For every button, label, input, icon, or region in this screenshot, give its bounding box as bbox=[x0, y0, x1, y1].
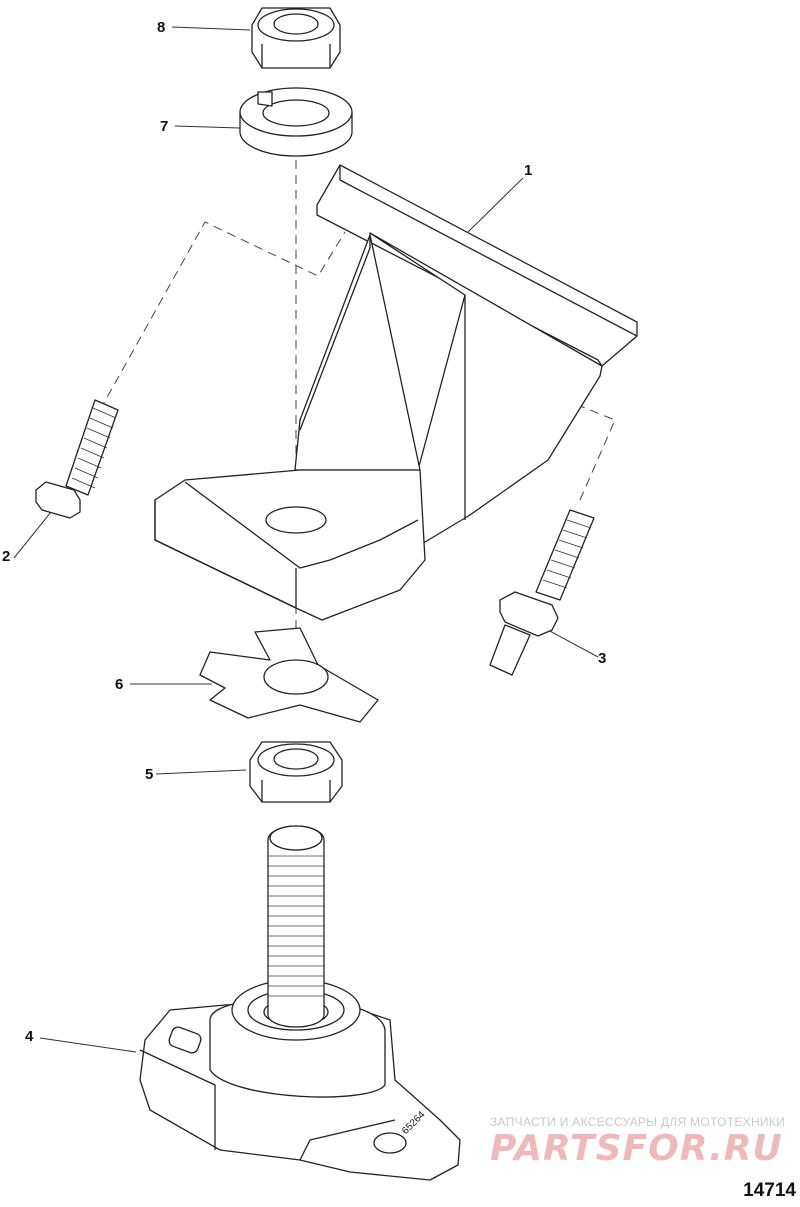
threaded-stud bbox=[489, 509, 595, 676]
callout-8: 8 bbox=[157, 19, 166, 36]
hex-nut-top bbox=[251, 7, 341, 69]
callout-1: 1 bbox=[524, 162, 533, 179]
tab-washer bbox=[199, 627, 379, 723]
callout-3: 3 bbox=[598, 650, 607, 667]
watermark-tagline: ЗАПЧАСТИ И АКСЕССУАРЫ ДЛЯ МОТОТЕХНИКИ bbox=[490, 1115, 786, 1129]
hex-nut-lower bbox=[249, 741, 343, 803]
leader-lines bbox=[13, 26, 599, 1053]
mounting-bracket bbox=[154, 164, 638, 621]
callout-4: 4 bbox=[25, 1028, 34, 1045]
callout-2: 2 bbox=[2, 548, 11, 565]
callout-6: 6 bbox=[115, 676, 124, 693]
engine-mount: 65264 bbox=[139, 825, 461, 1181]
lock-washer bbox=[239, 87, 353, 157]
hex-bolt bbox=[35, 399, 119, 519]
watermark-brand-logo: PARTSFOR.RU bbox=[490, 1128, 783, 1169]
callout-7: 7 bbox=[160, 118, 169, 135]
callout-5: 5 bbox=[145, 766, 154, 783]
figure-number: 14714 bbox=[743, 1180, 796, 1201]
